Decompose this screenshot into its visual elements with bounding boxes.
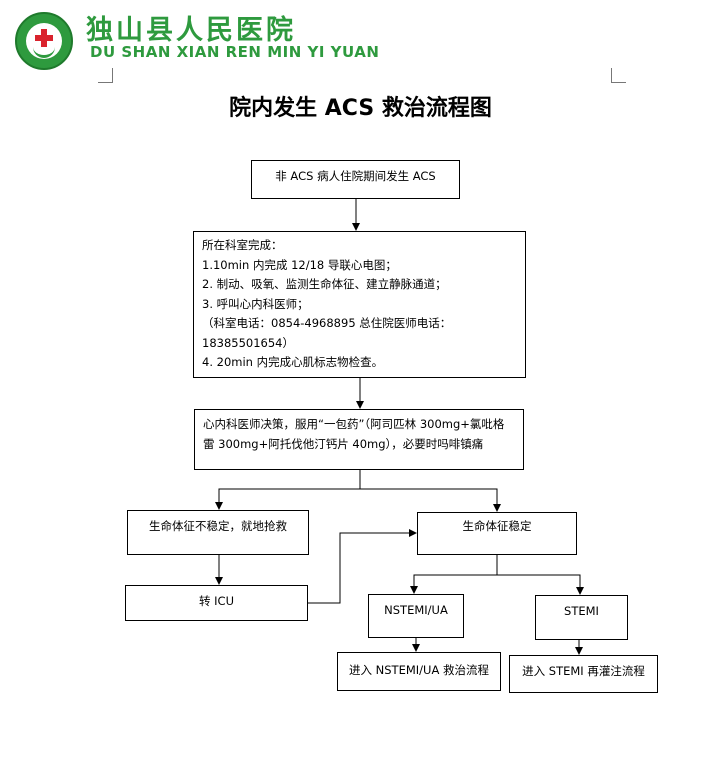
document-title: 院内发生 ACS 救治流程图 <box>229 96 492 121</box>
icu-box: 转 ICU <box>125 585 308 621</box>
actions-heading: 所在科室完成： <box>202 238 283 252</box>
stemi-flow-box: 进入 STEMI 再灌注流程 <box>509 655 658 693</box>
hospital-name-cn: 独山县人民医院 <box>86 15 296 46</box>
department-actions-box: 所在科室完成： 1.10min 内完成 12/18 导联心电图； 2. 制动、吸… <box>193 231 526 378</box>
decision-split-line <box>215 470 361 510</box>
stable-split-line <box>410 555 498 594</box>
action-step: 2. 制动、吸氧、监测生命体征、建立静脉通道； <box>202 277 447 291</box>
stemi-box: STEMI <box>535 595 628 640</box>
action-step: 4. 20min 内完成心肌标志物检查。 <box>202 355 384 369</box>
unstable-box: 生命体征不稳定，就地抢救 <box>127 510 309 555</box>
unstable-text: 生命体征不稳定，就地抢救 <box>149 519 287 533</box>
start-box: 非 ACS 病人住院期间发生 ACS <box>251 160 460 199</box>
crop-mark-right <box>611 68 626 83</box>
decision-split-line-right <box>360 488 501 512</box>
nstemi-box: NSTEMI/UA <box>368 594 464 638</box>
hospital-logo-icon <box>15 12 73 70</box>
action-step: 1.10min 内完成 12/18 导联心电图； <box>202 257 397 272</box>
start-text: 非 ACS 病人住院期间发生 ACS <box>275 169 436 183</box>
crop-mark-left <box>98 68 113 83</box>
arrow-icu-to-stable <box>308 529 417 604</box>
nstemi-text: NSTEMI/UA <box>384 603 448 617</box>
nstemi-flow-box: 进入 NSTEMI/UA 救治流程 <box>337 652 501 691</box>
stable-split-line-right <box>497 574 584 595</box>
stemi-text: STEMI <box>564 604 599 618</box>
hospital-name-en: DU SHAN XIAN REN MIN YI YUAN <box>90 43 380 61</box>
action-step-phones: （科室电话：0854-4968895 总住院医师电话：18385501654） <box>202 316 452 350</box>
cardiology-decision-box: 心内科医师决策，服用“一包药”（阿司匹林 300mg+氯吡格雷 300mg+阿托… <box>194 409 524 470</box>
action-step: 3. 呼叫心内科医师； <box>202 296 309 311</box>
nstemi-flow-text: 进入 NSTEMI/UA 救治流程 <box>349 663 489 677</box>
stable-text: 生命体征稳定 <box>462 519 532 533</box>
icu-text: 转 ICU <box>199 594 234 608</box>
decision-text: 心内科医师决策，服用“一包药”（阿司匹林 300mg+氯吡格雷 300mg+阿托… <box>203 417 505 451</box>
stable-box: 生命体征稳定 <box>417 512 577 555</box>
stemi-flow-text: 进入 STEMI 再灌注流程 <box>522 664 645 678</box>
